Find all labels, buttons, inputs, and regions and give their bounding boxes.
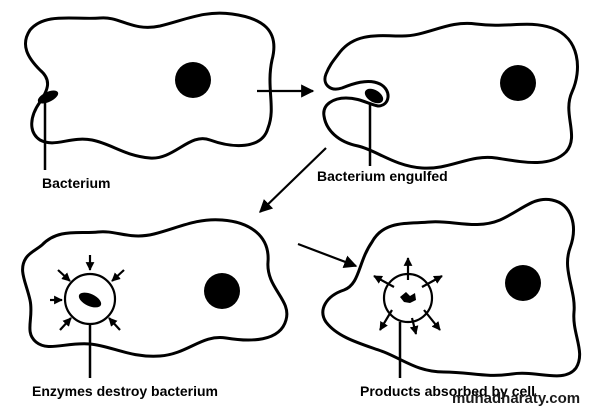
label-bacterium: Bacterium — [42, 175, 110, 191]
bacterium-engulfed — [364, 88, 384, 104]
label-enzymes: Enzymes destroy bacterium — [32, 383, 218, 399]
bacterium-destroyed — [78, 292, 102, 308]
nucleus-3 — [204, 273, 240, 309]
enzyme-arrows — [50, 255, 125, 331]
cell-stage-2: Bacterium engulfed — [317, 21, 579, 184]
amoeba-cell-4 — [321, 197, 582, 378]
label-products: Products absorbed by cell — [360, 383, 535, 399]
arrow-step-2 — [259, 147, 327, 213]
cell-stage-4: Products absorbed by cell — [321, 197, 582, 399]
amoeba-cell-2 — [322, 21, 579, 170]
bacterium-1 — [37, 90, 59, 104]
nucleus-1 — [175, 62, 211, 98]
amoeba-cell-3 — [21, 218, 289, 358]
product-arrows — [373, 257, 443, 335]
label-engulfed: Bacterium engulfed — [317, 168, 448, 184]
cell-stage-1: Bacterium — [24, 11, 276, 191]
watermark: muhadharaty.com — [452, 390, 580, 407]
digested-fragments — [400, 292, 416, 303]
arrow-step-3 — [297, 242, 358, 268]
amoeba-cell-1 — [24, 11, 276, 160]
nucleus-2 — [500, 65, 536, 101]
nucleus-4 — [505, 265, 541, 301]
cell-stage-3: Enzymes destroy bacterium — [21, 218, 289, 399]
